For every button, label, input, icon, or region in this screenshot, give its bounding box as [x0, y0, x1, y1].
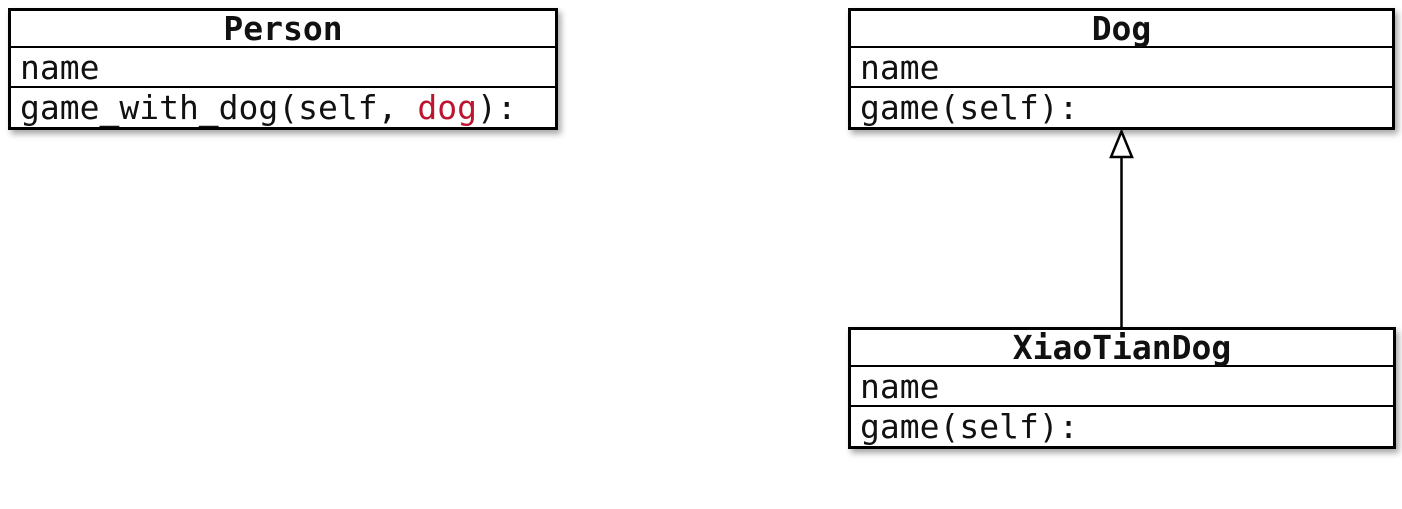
- method-text-prefix: game(self):: [860, 407, 1079, 446]
- class-attribute-dog-name: name: [851, 46, 1392, 86]
- class-box-dog: Dog name game(self):: [848, 8, 1395, 130]
- inheritance-arrow-head: [1109, 128, 1134, 159]
- class-method-person: game_with_dog(self, dog ):: [11, 86, 555, 127]
- class-title-xiaotiandog: XiaoTianDog: [1012, 328, 1232, 367]
- class-attribute-xiaotiandog-name: name: [851, 365, 1393, 405]
- class-box-xiaotiandog: XiaoTianDog name game(self):: [848, 327, 1396, 449]
- method-text-suffix: ):: [476, 88, 517, 127]
- class-title-person: Person: [223, 9, 343, 48]
- class-method-xiaotiandog: game(self):: [851, 405, 1393, 446]
- class-title-dog: Dog: [1091, 9, 1152, 48]
- class-attribute-person-name: name: [11, 46, 555, 86]
- method-text-prefix: game(self):: [860, 88, 1079, 127]
- method-param-highlight: dog: [417, 88, 477, 127]
- class-method-dog: game(self):: [851, 86, 1392, 127]
- method-text-prefix: game_with_dog(self,: [20, 88, 418, 127]
- class-box-person: Person name game_with_dog(self, dog ):: [8, 8, 558, 130]
